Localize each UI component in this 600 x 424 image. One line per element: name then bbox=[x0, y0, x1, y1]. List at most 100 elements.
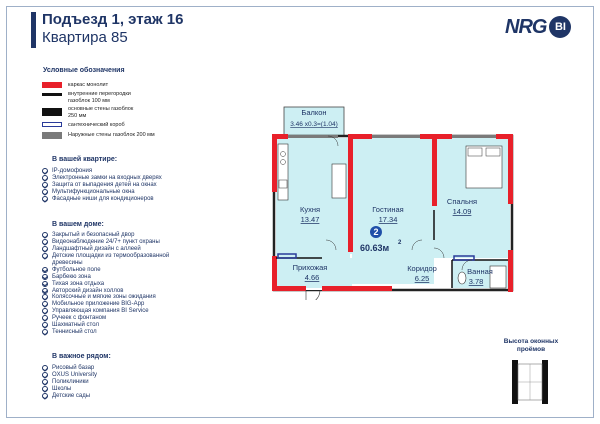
wall-250-swatch bbox=[42, 108, 62, 116]
check-circle-icon bbox=[42, 393, 48, 399]
check-circle-icon bbox=[42, 322, 48, 329]
page-frame bbox=[6, 6, 594, 418]
corridor-area bbox=[352, 254, 434, 284]
logo-text: NRG bbox=[505, 15, 547, 38]
entrance-door bbox=[306, 288, 322, 290]
monolith-wall bbox=[496, 134, 512, 139]
legend-label: каркас монолит bbox=[68, 82, 109, 88]
legend-item-sanitary: сантехнический короб bbox=[42, 122, 125, 129]
legend-item-partition: внутренние перегородки газоблок 100 мм bbox=[42, 91, 142, 104]
check-circle-icon bbox=[42, 253, 48, 260]
window-height-title: Высота оконных проёмов bbox=[503, 338, 559, 353]
kitchen-counter bbox=[277, 143, 289, 201]
list-item: Барбекю зона bbox=[42, 273, 169, 280]
list-item: IP-домофония bbox=[42, 168, 162, 175]
check-circle-icon bbox=[42, 308, 48, 315]
header-accent-bar bbox=[31, 12, 36, 48]
bathroom-area-value: 3.78 bbox=[469, 277, 484, 286]
check-circle-icon bbox=[42, 239, 48, 246]
kitchen-area-value: 13.47 bbox=[301, 215, 320, 224]
list-item: Закрытый и безопасный двор bbox=[42, 232, 169, 239]
nearby-title: В важное рядом: bbox=[52, 353, 111, 360]
rooms-count: 2 bbox=[373, 227, 378, 237]
total-area-unit-sup: 2 bbox=[398, 240, 402, 246]
list-item: Школы bbox=[42, 386, 97, 393]
check-circle-icon bbox=[42, 301, 48, 308]
legend-item-outer-wall: Наружные стены газоблок 200 мм bbox=[42, 132, 155, 139]
list-item: Футбольное поле bbox=[42, 266, 169, 273]
door-swing bbox=[305, 289, 321, 300]
window-kitchen bbox=[288, 135, 338, 138]
list-item: Авторский дизайн холлов bbox=[42, 287, 169, 294]
bedroom-area-value: 14.09 bbox=[453, 207, 472, 216]
check-circle-icon bbox=[42, 365, 48, 372]
check-circle-icon bbox=[42, 287, 48, 294]
pillow bbox=[467, 147, 483, 157]
check-circle-icon bbox=[42, 175, 48, 182]
list-item: Мультифункциональные окна bbox=[42, 189, 162, 196]
door-swing bbox=[327, 135, 339, 147]
page-title: Подъезд 1, этаж 16 bbox=[42, 11, 184, 28]
partition-swatch bbox=[42, 93, 62, 96]
monolith-wall bbox=[432, 134, 437, 206]
check-circle-icon bbox=[42, 196, 48, 202]
legend-label: сантехнический короб bbox=[68, 122, 125, 128]
in-building-title: В вашем доме: bbox=[52, 221, 104, 228]
check-circle-icon bbox=[42, 189, 48, 196]
window-bedroom bbox=[452, 135, 496, 138]
legend-label: основные стены газоблок 250 мм bbox=[68, 106, 134, 119]
legend-label: внутренние перегородки газоблок 100 мм bbox=[68, 91, 131, 104]
hallway-area bbox=[276, 258, 352, 288]
check-circle-icon bbox=[42, 273, 48, 280]
monolith-wall bbox=[272, 134, 277, 192]
legend-label: Наружные стены газоблок 200 мм bbox=[68, 132, 155, 138]
monolith-wall bbox=[420, 134, 452, 139]
list-item: Видеонаблюдение 24/7+ пункт охраны bbox=[42, 239, 169, 246]
list-item: OXUS University bbox=[42, 372, 97, 379]
hallway-area-value: 4.66 bbox=[305, 273, 320, 282]
balcony-area-value: 3.46 x0.3=(1.04) bbox=[290, 121, 338, 128]
dining-table bbox=[331, 163, 347, 199]
check-circle-icon bbox=[42, 315, 48, 322]
list-item: Фасадные ниши для кондиционеров bbox=[42, 196, 162, 203]
monolith-wall bbox=[272, 286, 306, 291]
monolith-wall bbox=[272, 256, 277, 290]
check-circle-icon bbox=[42, 386, 48, 393]
brand-logo: NRG BI bbox=[505, 14, 572, 40]
monolith-wall bbox=[322, 286, 392, 291]
wall-section bbox=[542, 360, 548, 404]
monolith-wall bbox=[348, 134, 372, 139]
stove-burner bbox=[280, 151, 286, 157]
check-circle-icon bbox=[42, 266, 48, 273]
wall-section bbox=[512, 360, 518, 404]
kitchen-label: Кухня bbox=[300, 205, 320, 214]
list-item: Ручеек с фонтаном bbox=[42, 315, 169, 322]
balcony-label: Балкон bbox=[301, 108, 326, 117]
door-swing bbox=[411, 239, 423, 251]
corridor-area-value: 6.25 bbox=[415, 274, 430, 283]
monolith-wall bbox=[508, 250, 513, 292]
floor-plan: Балкон 3.46 x0.3=(1.04) Кухня 13.47 Гост… bbox=[272, 106, 514, 300]
list-item: Колясочные и мягкие зоны ожидания bbox=[42, 294, 169, 301]
total-area: 60.63м bbox=[360, 243, 390, 253]
living-area bbox=[350, 138, 434, 254]
door-swing bbox=[461, 259, 473, 271]
bathtub bbox=[489, 265, 507, 289]
sanitary-box bbox=[453, 255, 475, 261]
list-item: Электронные замки на входных дверях bbox=[42, 175, 162, 182]
list-item: Тихая зона отдыха bbox=[42, 280, 169, 287]
check-circle-icon bbox=[42, 379, 48, 386]
list-item: Детские площадки из термообразованной bbox=[42, 253, 169, 260]
list-item: Мобильное приложение BIG-App bbox=[42, 301, 169, 308]
in-apartment-list: IP-домофония Электронные замки на входны… bbox=[42, 168, 162, 202]
check-circle-icon bbox=[42, 232, 48, 239]
monolith-swatch bbox=[42, 82, 62, 88]
living-area-value: 17.34 bbox=[379, 215, 398, 224]
check-circle-icon bbox=[42, 280, 48, 287]
legend-item-monolith: каркас монолит bbox=[42, 82, 108, 89]
living-label: Гостиная bbox=[372, 205, 403, 214]
outer-wall-swatch bbox=[42, 132, 62, 139]
in-building-list: Закрытый и безопасный двор Видеонаблюден… bbox=[42, 232, 169, 335]
logo-badge: BI bbox=[549, 16, 572, 38]
sanitary-swatch bbox=[42, 122, 62, 127]
